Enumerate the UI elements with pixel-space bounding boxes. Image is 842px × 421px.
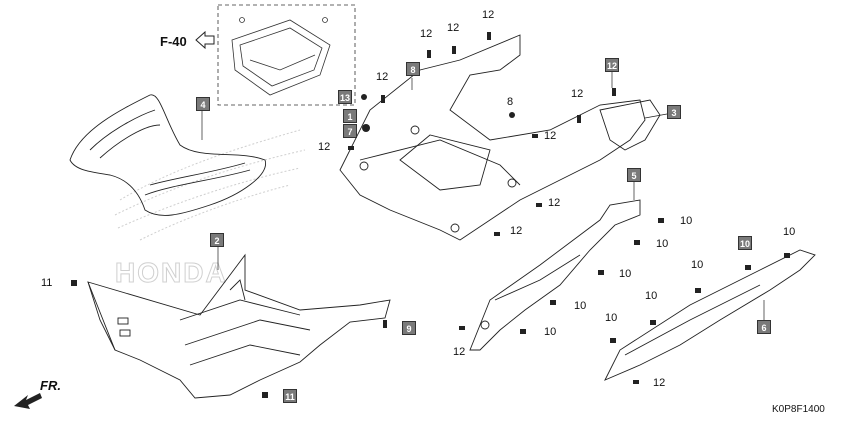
- floor-frame: [339, 34, 646, 241]
- front-direction-label: FR.: [40, 378, 61, 393]
- callout-2: 2: [210, 233, 224, 247]
- fasteners: [71, 32, 790, 398]
- label-8: 8: [507, 96, 514, 108]
- callout-1: 1: [343, 109, 357, 123]
- label-12: 12: [571, 88, 584, 100]
- callout-13: 13: [338, 90, 352, 104]
- label-10: 10: [574, 300, 587, 312]
- callout-5: 5: [627, 168, 641, 182]
- callout-7: 7: [343, 124, 357, 138]
- honda-wing-watermark: [114, 129, 306, 241]
- label-10: 10: [544, 326, 557, 338]
- callout-4: 4: [196, 97, 210, 111]
- label-12: 12: [447, 22, 460, 34]
- label-11: 11: [41, 277, 53, 289]
- callout-12-box: 12: [605, 58, 619, 72]
- label-10: 10: [680, 215, 693, 227]
- seat-cover: [69, 94, 266, 216]
- label-12: 12: [420, 28, 433, 40]
- label-12: 12: [548, 197, 561, 209]
- label-12: 12: [544, 130, 557, 142]
- front-arrow: [14, 393, 42, 409]
- label-12: 12: [482, 9, 495, 21]
- floor-lower-cover: [87, 253, 391, 399]
- callout-6: 6: [757, 320, 771, 334]
- label-10: 10: [656, 238, 669, 250]
- label-10: 10: [619, 268, 632, 280]
- under-cover-right: [604, 249, 816, 381]
- label-12: 12: [376, 71, 389, 83]
- callout-3: 3: [667, 105, 681, 119]
- callout-11-box: 11: [283, 389, 297, 403]
- callout-10-box: 10: [738, 236, 752, 250]
- label-12: 12: [653, 377, 666, 389]
- label-10: 10: [691, 259, 704, 271]
- label-10: 10: [783, 226, 796, 238]
- side-cover-right: [599, 99, 661, 151]
- ref-arrow: [195, 30, 215, 50]
- label-10: 10: [605, 312, 618, 324]
- detail-box: [217, 4, 356, 106]
- honda-watermark-text: HONDA: [115, 257, 228, 288]
- label-12: 12: [453, 346, 466, 358]
- under-cover-left: [469, 199, 641, 351]
- leader-lines: [201, 72, 765, 320]
- diagram-code: K0P8F1400: [772, 404, 825, 415]
- label-12: 12: [510, 225, 523, 237]
- label-10: 10: [645, 290, 658, 302]
- label-12: 12: [318, 141, 331, 153]
- callout-9: 9: [402, 321, 416, 335]
- ref-section-label: F-40: [160, 34, 187, 49]
- callout-8: 8: [406, 62, 420, 76]
